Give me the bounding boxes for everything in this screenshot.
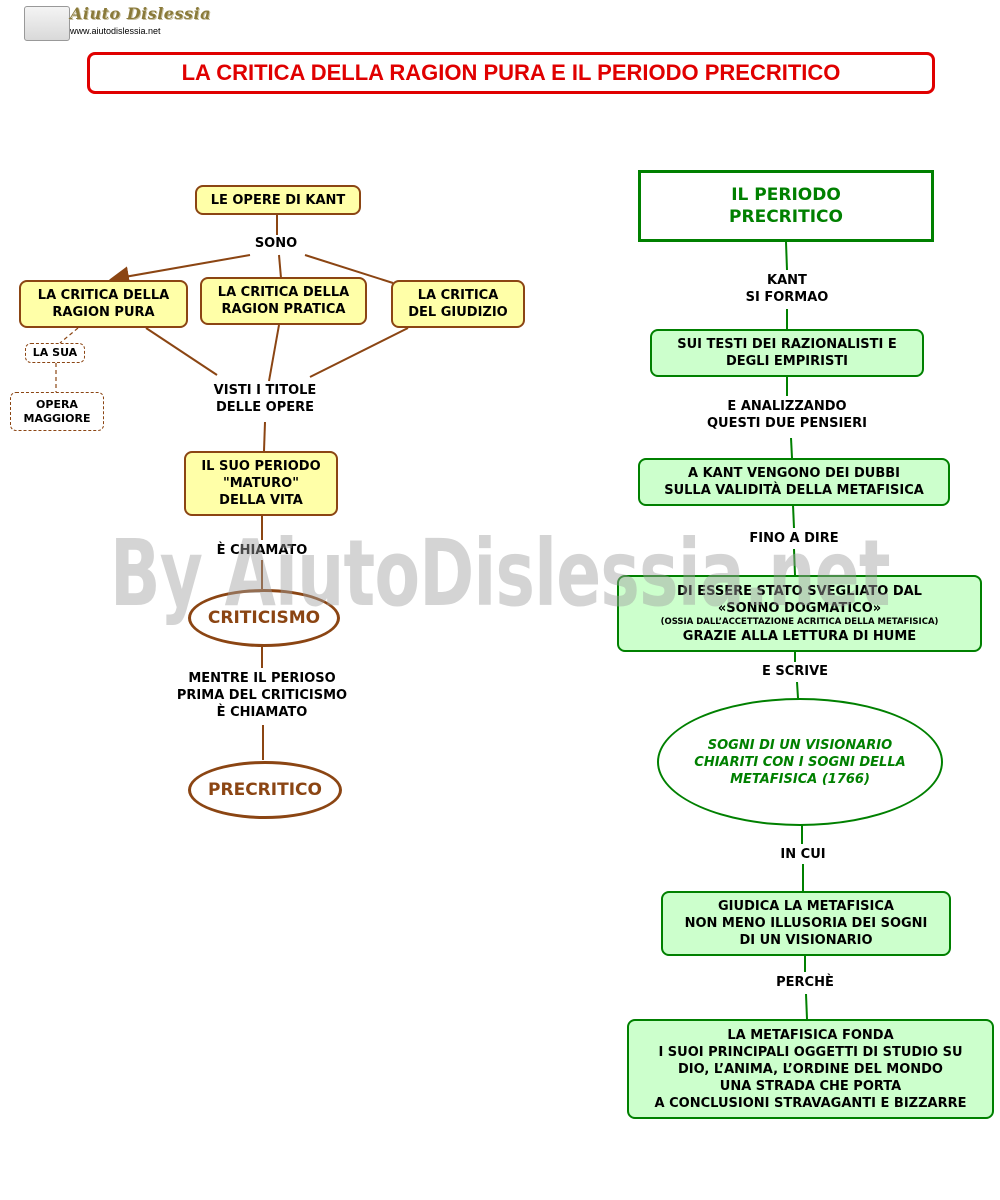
link-label-e-scrive: E SCRIVE bbox=[735, 663, 855, 680]
logo-name: Aiuto Dislessia bbox=[70, 4, 211, 23]
link-label-sono: SONO bbox=[246, 235, 306, 252]
node-opera-maggiore: OPERA MAGGIORE bbox=[10, 392, 104, 431]
link-label-e-chiamato: È CHIAMATO bbox=[192, 542, 332, 559]
node-sogni-visionario: SOGNI DI UN VISIONARIO CHIARITI CON I SO… bbox=[657, 698, 943, 826]
node-critica-ragion-pratica: LA CRITICA DELLA RAGION PRATICA bbox=[200, 277, 367, 325]
line-analizzando-doubts bbox=[790, 437, 793, 459]
link-label-perche: PERCHÈ bbox=[755, 974, 855, 991]
node-conclusioni-metafisica: LA METAFISICA FONDA I SUOI PRINCIPALI OG… bbox=[627, 1019, 994, 1119]
line-pure-lasua bbox=[59, 327, 79, 344]
line-doubts-fino bbox=[792, 504, 795, 529]
line-scrive-dreams bbox=[796, 681, 799, 699]
node-giudica-metafisica: GIUDICA LA METAFISICA NON MENO ILLUSORIA… bbox=[661, 891, 951, 956]
link-label-analizzando: E ANALIZZANDO QUESTI DUE PENSIERI bbox=[682, 398, 892, 432]
node-dubbi-metafisica: A KANT VENGONO DEI DUBBI SULLA VALIDITÀ … bbox=[638, 458, 950, 506]
line-sono-practical bbox=[278, 254, 282, 279]
link-label-fino-a-dire: FINO A DIRE bbox=[724, 530, 864, 547]
node-periodo-precritico-heading: IL PERIODO PRECRITICO bbox=[638, 170, 934, 242]
link-label-la-sua: LA SUA bbox=[25, 343, 85, 363]
watermark: By AiutoDislessia.net bbox=[110, 520, 891, 627]
line-visti-mature bbox=[263, 421, 266, 452]
link-label-mentre: MENTRE IL PERIOSO PRIMA DEL CRITICISMO È… bbox=[152, 670, 372, 721]
line-judgement-visti bbox=[309, 327, 409, 378]
node-opere-di-kant: LE OPERE DI KANT bbox=[195, 185, 361, 215]
sonno-dogmatico-text: DI ESSERE STATO SVEGLIATO DAL «SONNO DOG… bbox=[677, 583, 922, 616]
node-critica-ragion-pura: LA CRITICA DELLA RAGION PURA bbox=[19, 280, 188, 328]
node-periodo-maturo: IL SUO PERIODO "MATURO" DELLA VITA bbox=[184, 451, 338, 516]
link-label-in-cui: IN CUI bbox=[753, 846, 853, 863]
line-sono-pure bbox=[109, 254, 251, 287]
sonno-dogmatico-hume: GRAZIE ALLA LETTURA DI HUME bbox=[682, 628, 917, 644]
line-practical-visti bbox=[268, 324, 280, 382]
node-critica-giudizio: LA CRITICA DEL GIUDIZIO bbox=[391, 280, 525, 328]
logo-icon bbox=[24, 6, 70, 41]
node-testi-razionalisti: SUI TESTI DEI RAZIONALISTI E DEGLI EMPIR… bbox=[650, 329, 924, 377]
node-precritico: PRECRITICO bbox=[188, 761, 342, 819]
page-title: LA CRITICA DELLA RAGION PURA E IL PERIOD… bbox=[87, 52, 935, 94]
line-sono-judgement bbox=[304, 254, 394, 284]
line-fino-sleep bbox=[793, 548, 796, 576]
logo-url: www.aiutodislessia.net bbox=[70, 26, 161, 36]
line-perche-conclusion bbox=[805, 993, 808, 1020]
node-criticismo: CRITICISMO bbox=[188, 589, 340, 647]
line-heading-kant bbox=[785, 241, 788, 271]
link-label-kant-si-formao: KANT SI FORMAO bbox=[717, 272, 857, 306]
sonno-dogmatico-note: (OSSIA DALL’ACCETTAZIONE ACRITICA DELLA … bbox=[660, 616, 939, 627]
node-sonno-dogmatico: DI ESSERE STATO SVEGLIATO DAL «SONNO DOG… bbox=[617, 575, 982, 652]
link-label-visti-titole: VISTI I TITOLE DELLE OPERE bbox=[195, 382, 335, 416]
line-pure-visti bbox=[145, 327, 218, 376]
